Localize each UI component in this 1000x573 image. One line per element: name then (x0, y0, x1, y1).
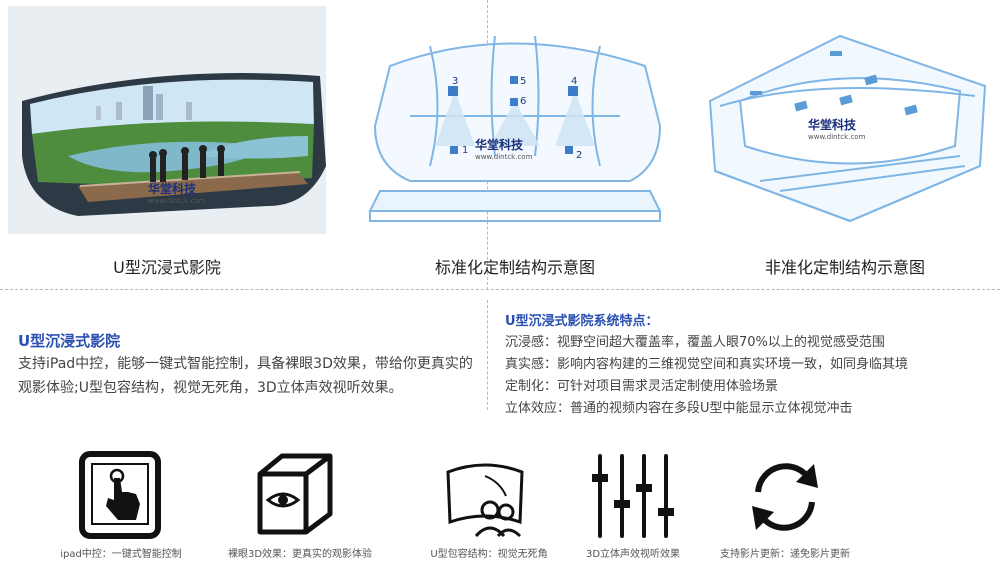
logo-name: 华堂科技 (808, 118, 857, 132)
vertical-divider-lower (487, 300, 488, 410)
feature-key: 定制化： (505, 379, 558, 394)
icon-caption-5: 支持影片更新：递免影片更新 (720, 549, 850, 560)
feature-item: 定制化：可针对项目需求灵活定制使用体验场景 (505, 376, 985, 398)
equalizer-sliders-icon (588, 450, 678, 546)
feature-text: 影响内容构建的三维视觉空间和真实环境一致，如同身临其境 (557, 357, 909, 372)
horizontal-divider (0, 289, 1000, 290)
u-theater-image: 华堂科技 www.dintck.com (8, 6, 326, 234)
eye-cube-icon (250, 448, 342, 544)
refresh-cycle-icon (740, 452, 830, 546)
logo-url: www.dintck.com (475, 153, 533, 161)
logo-url: www.dintck.com (148, 197, 206, 205)
right-section-title: U型沉浸式影院系统特点： (505, 314, 659, 329)
logo-watermark: 华堂科技 www.dintck.com (475, 134, 532, 161)
u-screen-viewers-icon (440, 452, 530, 544)
diagram-label-6: 6 (520, 96, 526, 107)
tablet-touch-icon (70, 448, 170, 544)
feature-key: 沉浸感： (505, 335, 558, 350)
diagram-label-2: 2 (576, 150, 582, 161)
feature-item: 沉浸感：视野空间超大覆盖率，覆盖人眼70%以上的视觉感受范围 (505, 332, 985, 354)
feature-item: 真实感：影响内容构建的三维视觉空间和真实环境一致，如同身临其境 (505, 354, 985, 376)
feature-text: 普通的视频内容在多段U型中能显示立体视觉冲击 (570, 401, 853, 416)
feature-item: 立体效应：普通的视频内容在多段U型中能显示立体视觉冲击 (505, 398, 985, 420)
standard-structure-diagram: 1 2 3 4 5 6 华堂科技 www.dintck.com (360, 6, 670, 234)
panel-caption-3: 非准化定制结构示意图 (764, 258, 925, 277)
icon-caption-2: 裸眼3D效果：更真实的观影体验 (227, 549, 373, 560)
diagram-label-1: 1 (462, 145, 468, 156)
diagram-label-3: 3 (452, 76, 458, 87)
icon-caption-4: 3D立体声效视听效果 (585, 549, 681, 560)
nonstandard-structure-diagram: 华堂科技 www.dintck.com (700, 6, 990, 234)
logo-watermark: 华堂科技 www.dintck.com (148, 178, 205, 205)
icon-caption-3: U型包容结构：视觉无死角 (430, 549, 548, 560)
diagram-label-4: 4 (571, 76, 577, 87)
logo-url: www.dintck.com (808, 133, 866, 141)
logo-watermark: 华堂科技 www.dintck.com (808, 114, 865, 141)
panel-caption-1: U型沉浸式影院 (113, 258, 221, 277)
feature-text: 可针对项目需求灵活定制使用体验场景 (557, 379, 779, 394)
left-section-title: U型沉浸式影院 (18, 332, 121, 350)
panel-caption-2: 标准化定制结构示意图 (434, 258, 595, 277)
icon-caption-1: ipad中控：一键式智能控制 (60, 549, 182, 560)
logo-name: 华堂科技 (475, 138, 524, 152)
feature-text: 视野空间超大覆盖率，覆盖人眼70%以上的视觉感受范围 (557, 335, 885, 350)
features-list: 沉浸感：视野空间超大覆盖率，覆盖人眼70%以上的视觉感受范围 真实感：影响内容构… (505, 332, 985, 420)
feature-key: 立体效应： (505, 401, 571, 416)
diagram-label-5: 5 (520, 76, 526, 87)
feature-key: 真实感： (505, 357, 558, 372)
left-section-body: 支持iPad中控，能够一键式智能控制，具备裸眼3D效果，带给你更真实的观影体验;… (18, 356, 473, 396)
logo-name: 华堂科技 (148, 182, 197, 196)
